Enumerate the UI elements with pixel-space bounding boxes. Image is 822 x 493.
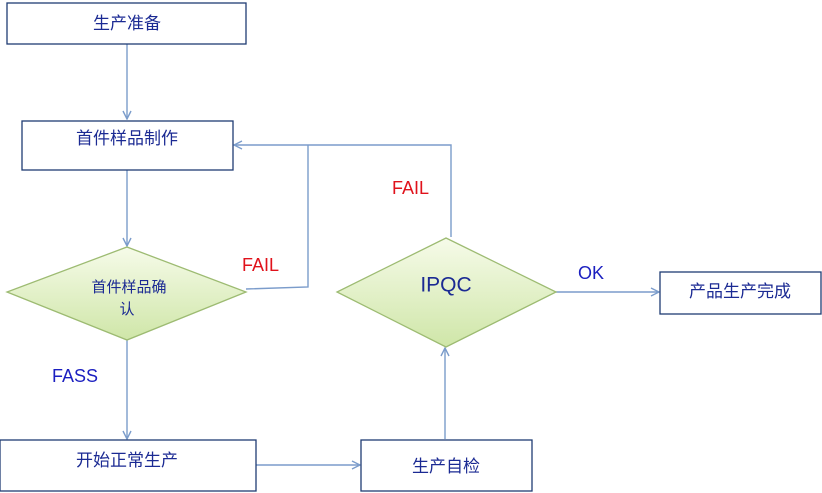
node-sample-confirm-label-line1: 首件样品确	[91, 278, 166, 296]
edge-label-ipqc-ok: OK	[578, 263, 604, 283]
connectors	[127, 44, 659, 465]
edge-label-confirm-fail: FAIL	[242, 255, 279, 275]
edge-label-confirm-pass: FASS	[52, 366, 98, 386]
node-done-label: 产品生产完成	[689, 282, 791, 302]
node-sample-confirm-label-line2: 认	[119, 300, 134, 318]
node-self-check-label: 生产自检	[412, 457, 480, 477]
connector-confirm-fail-loop	[245, 145, 309, 290]
node-done-box	[659, 271, 822, 315]
node-normal-prod-label: 开始正常生产	[76, 451, 178, 471]
edge-label-ipqc-fail: FAIL	[392, 178, 429, 198]
node-self-check: 生产自检	[360, 439, 533, 492]
node-done: 产品生产完成	[659, 271, 822, 315]
node-sample-confirm: 首件样品确 认	[5, 246, 248, 341]
node-ipqc: IPQC	[335, 237, 558, 348]
node-sample-confirm-diamond	[5, 246, 248, 341]
connector-ipqc-fail-loop	[234, 145, 452, 237]
node-self-check-box	[360, 439, 533, 492]
node-normal-prod-box	[0, 439, 257, 492]
node-normal-prod: 开始正常生产	[0, 439, 257, 492]
node-ipqc-diamond	[335, 237, 558, 348]
node-prep-box	[6, 2, 247, 45]
node-sample-make-label: 首件样品制作	[76, 129, 178, 149]
node-sample-make: 首件样品制作	[21, 120, 234, 171]
node-prep-label: 生产准备	[93, 14, 161, 34]
node-ipqc-label: IPQC	[420, 274, 471, 297]
node-prep: 生产准备	[6, 2, 247, 45]
node-sample-make-box	[21, 120, 234, 171]
